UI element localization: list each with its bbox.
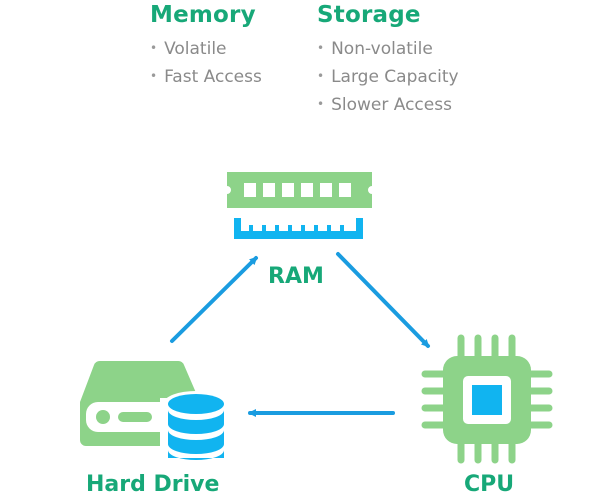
cpu-label: CPU bbox=[464, 472, 515, 497]
list-item: •Slower Access bbox=[317, 95, 452, 115]
list-item: •Fast Access bbox=[150, 67, 262, 87]
ram-label: RAM bbox=[268, 264, 324, 289]
memory-list: •Volatile •Fast Access bbox=[150, 36, 262, 92]
list-item: •Non-volatile bbox=[317, 39, 433, 59]
list-item: •Volatile bbox=[150, 39, 227, 59]
storage-title: Storage bbox=[317, 2, 421, 28]
arrow-harddrive-to-ram bbox=[170, 256, 258, 343]
bullet-icon: • bbox=[317, 69, 325, 83]
hard-drive-label: Hard Drive bbox=[86, 472, 220, 497]
bullet-icon: • bbox=[317, 41, 325, 55]
bullet-icon: • bbox=[150, 69, 158, 83]
list-item: •Large Capacity bbox=[317, 67, 459, 87]
memory-column: Memory •Volatile •Fast Access bbox=[150, 2, 262, 92]
arrow-ram-to-cpu bbox=[336, 252, 430, 348]
storage-column: Storage •Non-volatile •Large Capacity •S… bbox=[317, 2, 459, 120]
bullet-icon: • bbox=[317, 97, 325, 111]
storage-list: •Non-volatile •Large Capacity •Slower Ac… bbox=[317, 36, 459, 120]
cpu-chip-icon bbox=[421, 334, 553, 464]
hard-drive-icon bbox=[80, 360, 232, 462]
ram-module-icon bbox=[227, 172, 372, 239]
bullet-icon: • bbox=[150, 41, 158, 55]
database-icon bbox=[160, 391, 232, 462]
memory-title: Memory bbox=[150, 2, 256, 28]
